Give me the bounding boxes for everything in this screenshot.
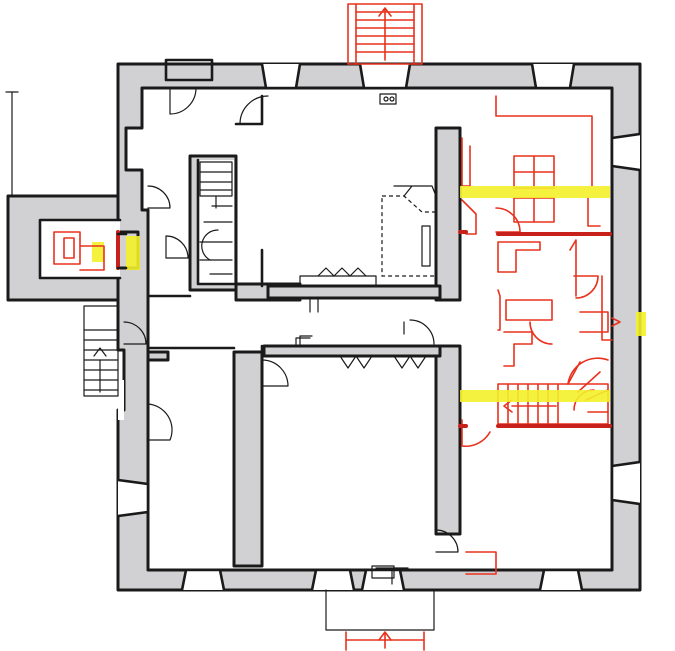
cupboards <box>299 267 427 369</box>
south-steps <box>325 565 435 651</box>
interior-walls <box>146 126 462 568</box>
north-steps <box>347 3 423 65</box>
corridor-marks <box>295 297 405 347</box>
nw-stair <box>199 161 233 275</box>
new-partitions <box>116 230 612 428</box>
kitchen-stove <box>379 93 437 277</box>
new-work <box>461 95 621 575</box>
west-post <box>5 91 19 197</box>
west-annex-interior <box>53 231 128 271</box>
outer-walls <box>6 62 642 592</box>
doors <box>123 87 459 585</box>
window-niches <box>116 62 642 592</box>
highlight-strips <box>92 186 646 402</box>
interior-lines <box>146 58 264 362</box>
west-stair <box>83 305 119 397</box>
